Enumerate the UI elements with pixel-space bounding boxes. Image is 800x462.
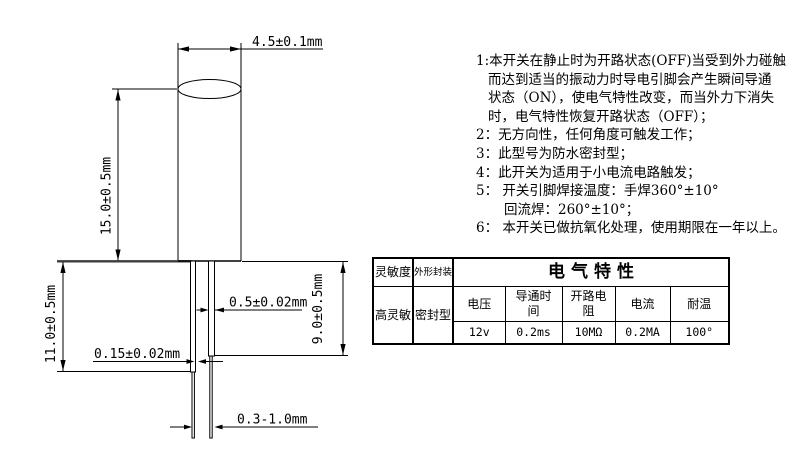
cell-current-header: 电流	[614, 286, 671, 322]
note-line: 时，电气特性恢复开路状态（OFF）；	[488, 108, 714, 125]
left-lead-wire	[191, 371, 195, 439]
body-diameter-dimension: 4.5±0.1mm	[178, 35, 323, 52]
notes-list: 1:本开关在静止时为开路状态(OFF)当受到外力碰触 而达到适当的振动力时导电引…	[476, 52, 798, 238]
note-line: 6： 本开关已做抗氧化处理，使用期限在一年以上。	[476, 220, 786, 237]
cylinder-top-ellipse	[177, 79, 242, 99]
body-height-dimension: 15.0±0.5mm	[100, 88, 177, 261]
note-line: 状态（ON），使电气特性改变，而当外力下消失	[488, 90, 775, 107]
cell-open-resistance-value: 10MΩ	[561, 321, 616, 345]
cell-on-time-header: 导通时间	[504, 286, 563, 322]
wire-diameter-dimension: 0.15±0.02mm	[93, 347, 223, 364]
right-lead-tube	[208, 260, 215, 357]
lead-gap-label: 0.3-1.0mm	[237, 413, 308, 428]
header-sensitivity: 灵敏度	[372, 257, 414, 287]
cell-voltage-value: 12v	[452, 321, 506, 345]
cell-voltage-header: 电压	[452, 286, 506, 322]
note-line: 5： 开关引脚焊接温度：手焊360°±10°	[476, 183, 719, 200]
note-line: 4：此开关为适用于小电流电路触发；	[476, 164, 701, 181]
wire-diameter-label: 0.15±0.02mm	[94, 347, 180, 362]
cell-temp-value: 100°	[669, 321, 730, 345]
spec-table: 灵敏度 外形封装 电气特性 高灵敏 密封型 电压 导通时间 开路电阻 电流 耐温…	[372, 257, 731, 345]
note-line: 回流焊：260°±10°；	[504, 201, 640, 218]
note-line: 2：无方向性，任何角度可触发工作；	[476, 127, 701, 144]
note-line: 3：此型号为防水密封型；	[476, 145, 634, 162]
header-electrical: 电气特性	[452, 257, 730, 287]
short-lead-label: 9.0±0.5mm	[311, 274, 326, 345]
pin-diameter-label: 0.5±0.02mm	[229, 296, 307, 311]
left-lead-tube	[190, 260, 196, 373]
short-lead-dimension: 9.0±0.5mm	[215, 261, 348, 356]
cell-open-resistance-header: 开路电阻	[561, 286, 616, 322]
body-diameter-label: 4.5±0.1mm	[252, 35, 323, 50]
long-lead-label: 11.0±0.5mm	[44, 285, 59, 363]
cell-sensitivity-value: 高灵敏	[372, 286, 414, 345]
right-lead-wire	[209, 355, 213, 439]
header-package: 外形封装	[412, 257, 455, 287]
note-line: 1:本开关在静止时为开路状态(OFF)当受到外力碰触	[476, 53, 786, 69]
cell-on-time-value: 0.2ms	[504, 321, 563, 345]
pin-diameter-dimension: 0.5±0.02mm	[196, 296, 307, 313]
body-height-label: 15.0±0.5mm	[100, 157, 115, 235]
cell-current-value: 0.2MA	[614, 321, 671, 345]
cell-package-value: 密封型	[412, 286, 455, 345]
long-lead-dimension: 11.0±0.5mm	[44, 262, 192, 372]
note-line: 而达到适当的振动力时导电引脚会产生瞬间导通	[488, 71, 772, 88]
cell-temp-header: 耐温	[669, 286, 730, 322]
lead-gap-dimension: 0.3-1.0mm	[170, 413, 318, 430]
